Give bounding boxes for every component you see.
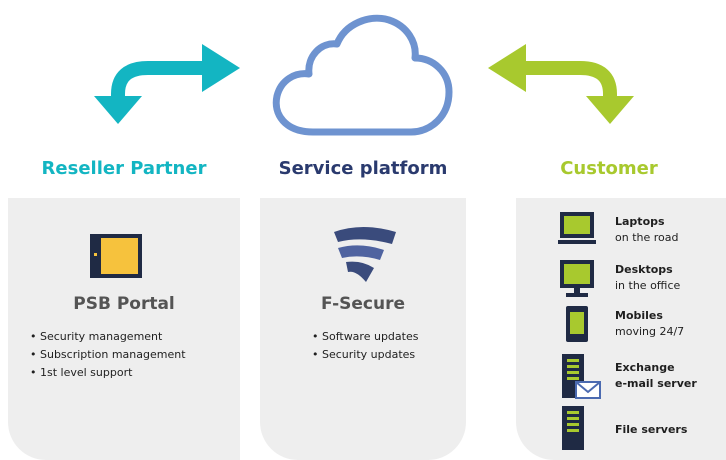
device-subtitle: moving 24/7 <box>615 325 685 338</box>
portal-window-icon <box>90 234 142 278</box>
device-title: Exchange <box>615 361 675 374</box>
reseller-bullet-list: • Security management • Subscription man… <box>30 328 186 382</box>
device-title: Laptops <box>615 215 665 228</box>
exchange-server-icon <box>562 354 601 399</box>
list-item: • Subscription management <box>30 348 186 361</box>
list-item: • 1st level support <box>30 366 133 379</box>
device-file-servers: File servers <box>615 422 687 438</box>
psb-portal-title: PSB Portal <box>73 294 175 314</box>
platform-bullet-list: • Software updates • Security updates <box>312 328 418 364</box>
device-desktops: Desktops in the office <box>615 262 680 294</box>
device-subtitle: on the road <box>615 231 679 244</box>
file-server-icon <box>562 406 584 450</box>
device-exchange: Exchange e-mail server <box>615 360 697 392</box>
device-mobiles: Mobiles moving 24/7 <box>615 308 684 340</box>
f-secure-logo-icon <box>334 227 396 282</box>
device-title: Desktops <box>615 263 673 276</box>
curved-double-arrow-right-icon <box>488 44 634 124</box>
platform-panel: F-Secure • Software updates • Security u… <box>260 198 466 460</box>
service-platform-heading: Service platform <box>278 158 448 179</box>
device-subtitle: in the office <box>615 279 681 292</box>
laptop-icon <box>558 212 596 244</box>
cloud-icon <box>272 14 453 136</box>
f-secure-title: F-Secure <box>320 294 405 314</box>
device-title: File servers <box>615 423 688 436</box>
desktop-icon <box>560 260 594 297</box>
list-item: • Security updates <box>312 348 416 361</box>
device-subtitle: e-mail server <box>615 377 697 390</box>
customer-heading: Customer <box>560 158 658 179</box>
reseller-panel: PSB Portal • Security management • Subsc… <box>8 198 240 460</box>
device-laptops: Laptops on the road <box>615 214 678 246</box>
mobile-icon <box>566 306 588 342</box>
list-item: • Security management <box>30 330 163 343</box>
list-item: • Software updates <box>312 330 419 343</box>
curved-double-arrow-left-icon <box>94 44 240 124</box>
reseller-partner-heading: Reseller Partner <box>41 158 207 179</box>
device-title: Mobiles <box>615 309 663 322</box>
customer-panel: Laptops on the road Desktops in the offi… <box>516 198 726 460</box>
